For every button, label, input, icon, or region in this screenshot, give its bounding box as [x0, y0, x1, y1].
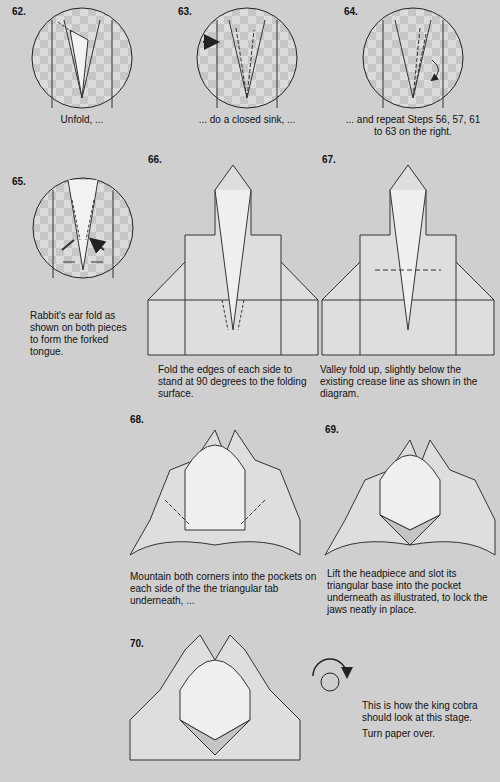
step-number: 62. — [12, 6, 42, 18]
step-number: 68. — [130, 414, 160, 426]
step-number: 64. — [344, 6, 374, 18]
step-caption: Turn paper over. — [362, 728, 482, 740]
step-caption: Lift the headpiece and slot its triangul… — [327, 568, 495, 616]
step-number: 67. — [322, 154, 352, 166]
step-caption: Mountain both corners into the pockets o… — [130, 571, 320, 607]
step-number: 70. — [130, 638, 160, 650]
step-caption: Fold the edges of each side to stand at … — [158, 364, 316, 400]
step-caption: ... and repeat Steps 56, 57, 61 to 63 on… — [343, 114, 483, 138]
step-caption: ... do a closed sink, ... — [177, 114, 317, 126]
step-number: 66. — [148, 154, 178, 166]
step-caption: Valley fold up, slightly below the exist… — [320, 364, 496, 400]
step-number: 65. — [12, 176, 42, 188]
step-number: 69. — [325, 424, 355, 436]
step-caption: Unfold, ... — [32, 114, 132, 126]
step-number: 63. — [178, 6, 208, 18]
step-caption: This is how the king cobra should look a… — [362, 700, 497, 724]
step-caption: Rabbit's ear fold as shown on both piece… — [30, 310, 135, 358]
